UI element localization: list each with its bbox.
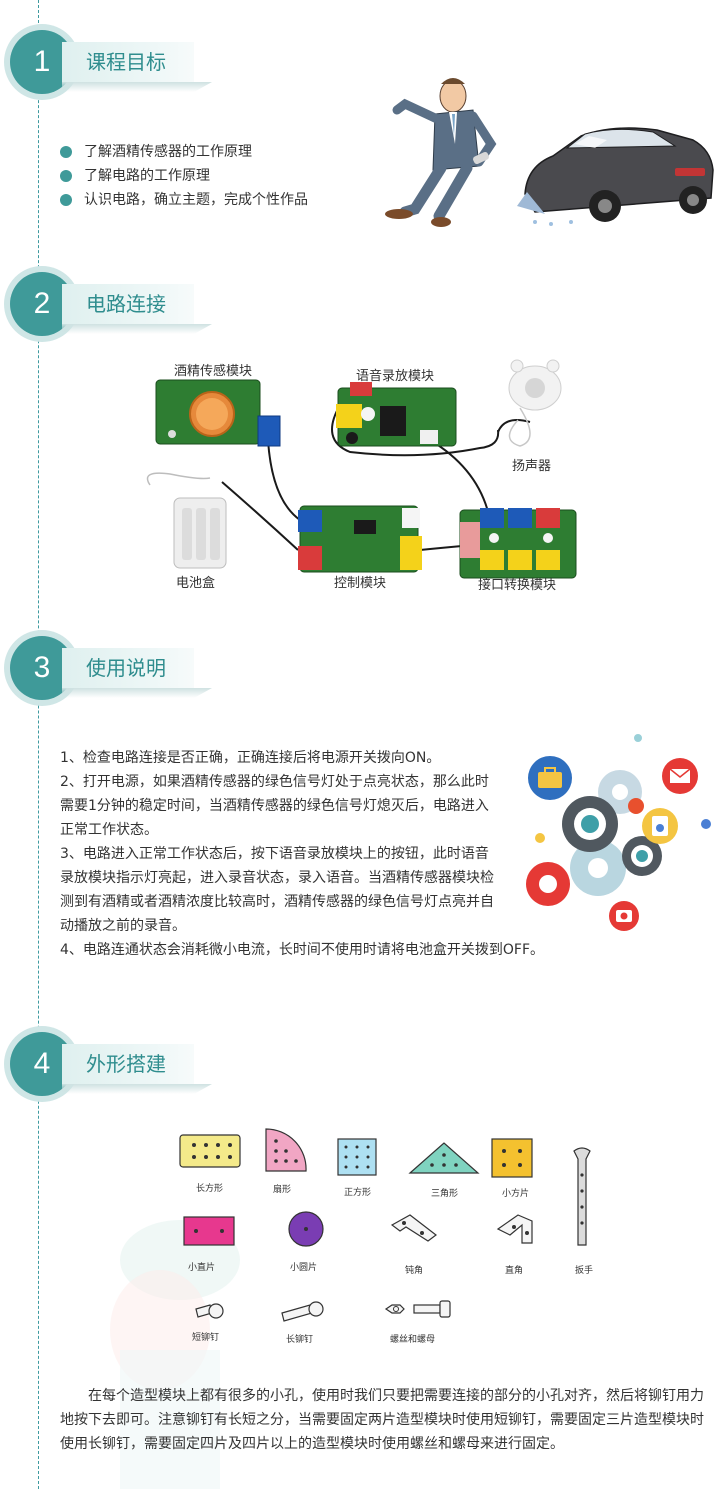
square-piece: [337, 1138, 377, 1176]
phone-icon: [526, 862, 570, 906]
shape-label-small-square: 小方片: [502, 1189, 530, 1199]
section-title: 课程目标: [62, 42, 194, 82]
goal-text: 了解酒精传感器的工作原理: [84, 144, 252, 160]
gear-icon: [622, 836, 662, 876]
gears-illustration: [526, 734, 711, 931]
tab-shadow: [62, 688, 212, 698]
building-shapes: [179, 1128, 591, 1322]
section-3-header: 3 使用说明: [0, 630, 240, 720]
section-title: 使用说明: [62, 648, 194, 688]
instruction-step: 1、检查电路连接是否正确，正确连接后将电源开关拨向ON。: [60, 750, 441, 766]
short-rivet-piece: [195, 1303, 224, 1319]
voice-module: [336, 382, 457, 447]
small-square-piece: [491, 1138, 533, 1178]
control-module-label: 控制模块: [334, 576, 387, 591]
gear-icon: [570, 770, 642, 896]
list-item: 了解电路的工作原理: [60, 164, 308, 188]
shape-label-right-angle: 直角: [505, 1266, 524, 1276]
rect-piece: [179, 1134, 241, 1168]
assembly-instructions: 在每个造型模块上都有很多的小孔，使用时我们只要把需要连接的部分的小孔对齐，然后将…: [60, 1388, 704, 1452]
camera-icon: [609, 901, 639, 931]
shape-label-short-rivet: 短铆钉: [192, 1333, 220, 1343]
alcohol-sensor-module: [155, 379, 281, 447]
mail-icon: [662, 758, 698, 794]
shape-label-sector: 扇形: [273, 1185, 292, 1195]
instruction-step: 3、电路进入正常工作状态后，按下语音录放模块上的按钮，此时语音录放模块指示灯亮起…: [60, 846, 494, 934]
sector-piece: [265, 1128, 307, 1172]
crashed-car: [517, 127, 714, 226]
gear-icon: [562, 796, 618, 852]
voice-module-label: 语音录放模块: [356, 369, 435, 384]
circuit-diagram: [146, 359, 577, 579]
battery-box: [173, 497, 227, 569]
section-4-header: 4 外形搭建: [0, 1026, 240, 1116]
triangle-piece: [408, 1142, 480, 1174]
screw-nut-piece: [384, 1300, 451, 1318]
tab-shadow: [62, 82, 212, 92]
tab-shadow: [62, 1084, 212, 1094]
tab-shadow: [62, 324, 212, 334]
shape-label-long-rivet: 长铆钉: [286, 1335, 314, 1345]
speaker: [508, 359, 562, 447]
long-rivet-piece: [281, 1301, 324, 1322]
instruction-step: 4、电路连通状态会消耗微小电流，长时间不使用时请将电池盒开关拨到OFF。: [60, 942, 545, 958]
shape-label-screw-nut: 螺丝和螺母: [390, 1335, 436, 1345]
strip-piece: [183, 1216, 235, 1246]
bullet-dot-icon: [60, 170, 72, 182]
alcohol-sensor-label: 酒精传感模块: [174, 364, 253, 379]
section-1-header: 1 课程目标: [0, 24, 240, 114]
disc-piece: [288, 1211, 324, 1247]
shape-label-wrench: 扳手: [575, 1266, 594, 1276]
list-item: 认识电路，确立主题，完成个性作品: [60, 188, 308, 212]
shape-label-strip: 小直片: [188, 1263, 216, 1273]
section-title: 外形搭建: [62, 1044, 194, 1084]
interface-module: [459, 508, 577, 579]
goals-list: 了解酒精传感器的工作原理 了解电路的工作原理 认识电路，确立主题，完成个性作品: [60, 140, 308, 212]
goal-text: 了解电路的工作原理: [84, 168, 210, 184]
timeline-dashed-line: [38, 0, 39, 1489]
obtuse-piece: [390, 1214, 437, 1242]
goal-text: 认识电路，确立主题，完成个性作品: [84, 192, 308, 208]
control-module: [298, 505, 422, 573]
interface-module-label: 接口转换模块: [478, 578, 557, 593]
battery-box-label: 电池盒: [176, 576, 216, 591]
washer-icon: [642, 808, 678, 844]
shape-label-disc: 小圆片: [290, 1263, 318, 1273]
drunk-man-figure: [385, 78, 497, 227]
shape-label-triangle: 三角形: [431, 1189, 459, 1199]
drunk-driving-illustration: [385, 78, 714, 227]
shape-label-rect: 长方形: [196, 1184, 224, 1194]
instruction-step: 2、打开电源，如果酒精传感器的绿色信号灯处于点亮状态，那么此时需要1分钟的稳定时…: [60, 774, 489, 838]
section-2-header: 2 电路连接: [0, 266, 240, 356]
gear-icon: [628, 798, 644, 814]
shape-label-obtuse: 钝角: [405, 1266, 424, 1276]
section-title: 电路连接: [62, 284, 194, 324]
bullet-dot-icon: [60, 194, 72, 206]
list-item: 了解酒精传感器的工作原理: [60, 140, 308, 164]
wrench-piece: [573, 1147, 591, 1246]
right-angle-piece: [496, 1214, 533, 1244]
shape-label-square: 正方形: [344, 1188, 372, 1198]
bullet-dot-icon: [60, 146, 72, 158]
briefcase-icon: [528, 756, 572, 800]
instructions-text: 1、检查电路连接是否正确，正确连接后将电源开关拨向ON。 2、打开电源，如果酒精…: [60, 746, 544, 962]
speaker-label: 扬声器: [512, 459, 552, 474]
